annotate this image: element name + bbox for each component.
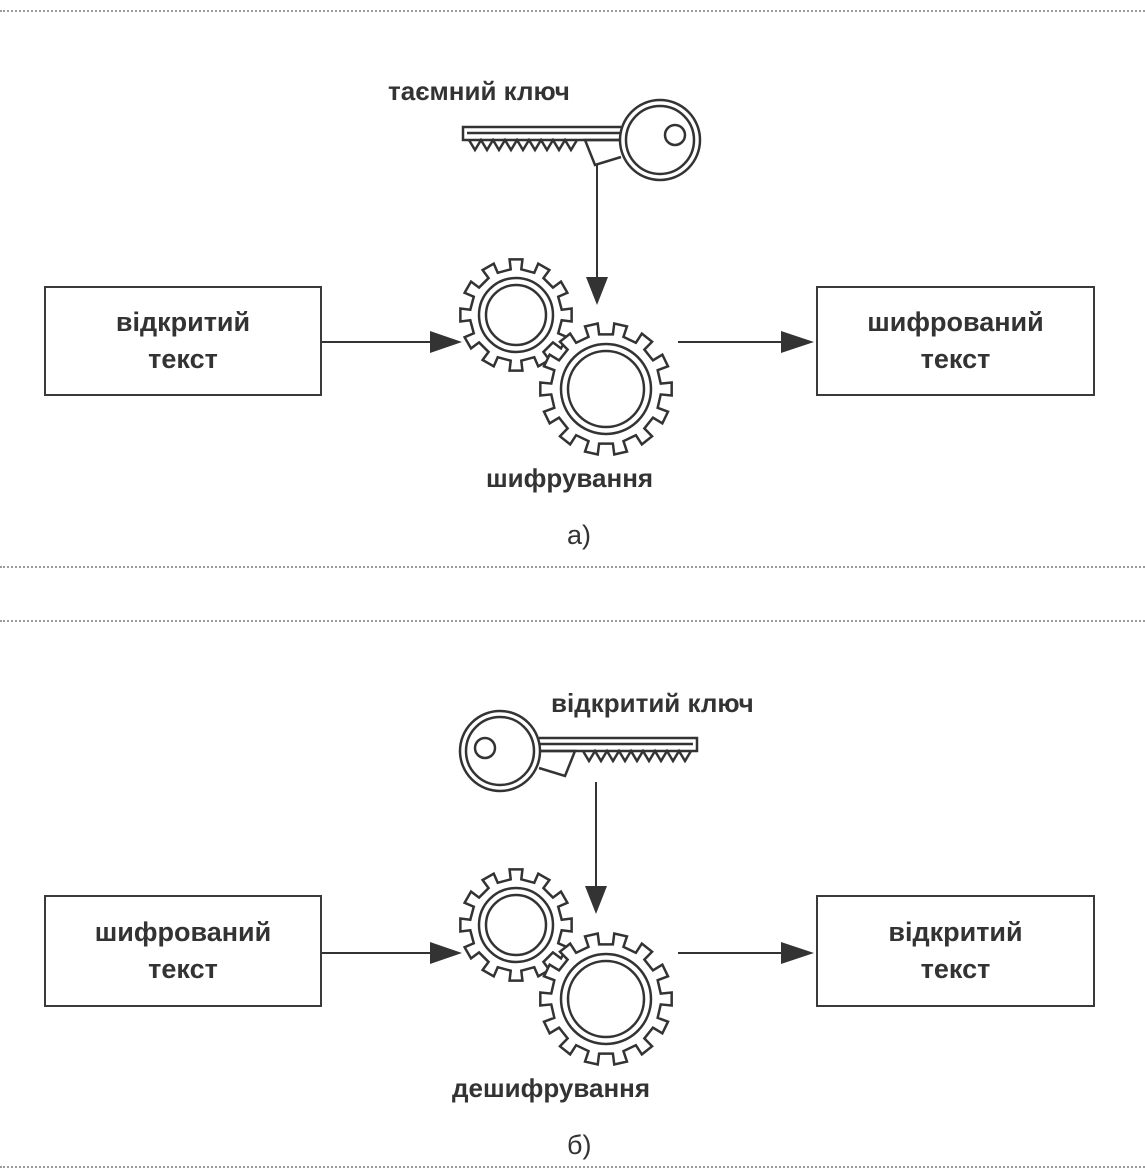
panel-caption: б) bbox=[567, 1130, 592, 1160]
gears-icon bbox=[459, 258, 673, 457]
input-box: відкритий текст bbox=[44, 286, 322, 396]
key-to-process-arrow bbox=[586, 165, 608, 305]
process-label: дешифрування bbox=[452, 1073, 651, 1103]
process-to-output-arrow bbox=[678, 331, 814, 353]
input-to-process-arrow bbox=[322, 942, 462, 964]
secret-key-label: таємний ключ bbox=[388, 76, 570, 106]
input-box-line2: текст bbox=[148, 344, 218, 374]
gears-icon bbox=[459, 868, 673, 1067]
output-box-line1: відкритий bbox=[888, 917, 1023, 947]
input-box-line2: текст bbox=[148, 954, 218, 984]
input-box-line1: відкритий bbox=[115, 307, 251, 337]
public-key-label: відкритий ключ bbox=[551, 688, 754, 718]
process-label: шифрування bbox=[486, 463, 654, 493]
encryption-panel: таємний ключ відкритий текст шифрований … bbox=[0, 0, 1145, 570]
large-gear bbox=[539, 931, 673, 1067]
separator-middle-1 bbox=[0, 566, 1145, 568]
small-gear bbox=[459, 868, 573, 982]
output-box: відкритий текст bbox=[816, 895, 1095, 1007]
key-icon bbox=[461, 98, 702, 182]
output-box-line1: шифрований bbox=[867, 307, 1044, 337]
decryption-panel: відкритий ключ шифрований текст відкрити… bbox=[0, 600, 1145, 1173]
small-gear bbox=[459, 258, 573, 372]
output-box: шифрований текст bbox=[816, 286, 1095, 396]
large-gear bbox=[539, 321, 673, 457]
separator-bottom bbox=[0, 1166, 1145, 1168]
key-icon bbox=[458, 709, 699, 793]
input-box: шифрований текст bbox=[44, 895, 322, 1007]
process-to-output-arrow bbox=[678, 942, 814, 964]
input-to-process-arrow bbox=[322, 331, 462, 353]
output-box-line2: текст bbox=[920, 344, 991, 374]
input-box-line1: шифрований bbox=[94, 917, 272, 947]
output-box-line2: текст bbox=[920, 954, 991, 984]
separator-middle-2 bbox=[0, 620, 1145, 622]
separator-top bbox=[0, 10, 1145, 12]
panel-caption: а) bbox=[567, 520, 592, 550]
key-to-process-arrow bbox=[585, 782, 607, 914]
